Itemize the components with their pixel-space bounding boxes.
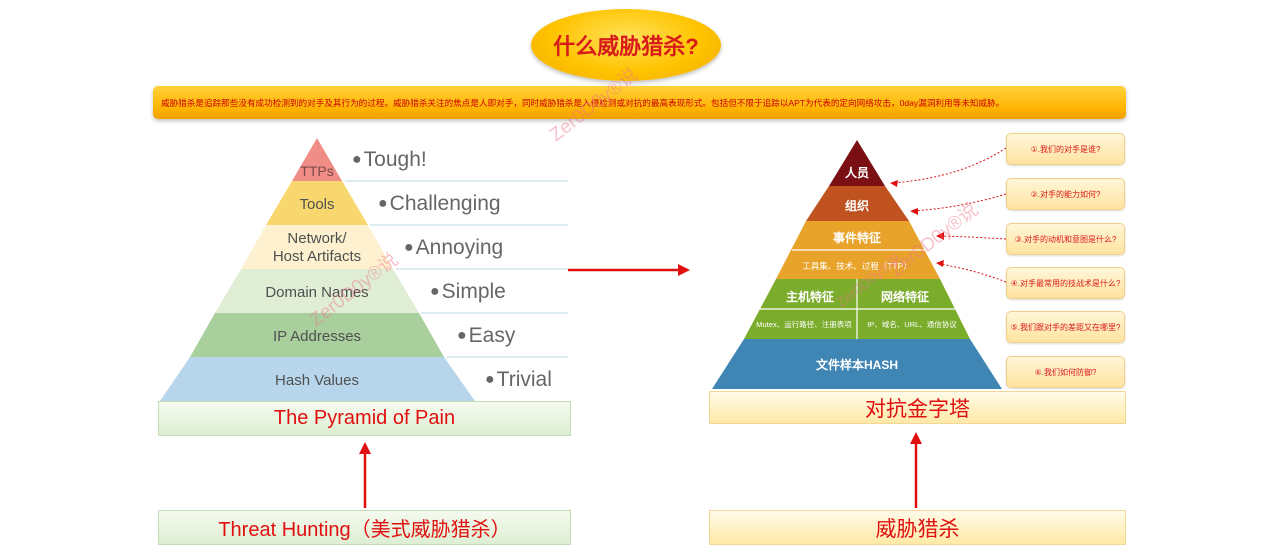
connector-q2 xyxy=(911,193,1007,212)
arrow-up-right-head xyxy=(910,432,922,444)
difficulty-trivial: ●Trivial xyxy=(485,368,552,391)
tier-label-network-line2: Host Artifacts xyxy=(272,248,362,265)
tier-people xyxy=(829,140,885,186)
tier-hash-values xyxy=(160,357,475,401)
tier-label-network-features: 网络特征 xyxy=(880,290,929,304)
adversary-pyramid-caption: 对抗金字塔 xyxy=(709,391,1126,424)
question-box-2: ②.对手的能力如何? xyxy=(1006,178,1125,210)
title-oval: 什么威胁猎杀? xyxy=(531,9,721,81)
bullet-icon: ● xyxy=(378,195,388,212)
tier-label-ip-addresses: IP Addresses xyxy=(272,328,362,345)
definition-bar: 威胁猎杀是追踪那些没有成功检测到的对手及其行为的过程。威胁猎杀关注的焦点是人即对… xyxy=(153,86,1126,119)
threat-hunting-caption: Threat Hunting（美式威胁猎杀） xyxy=(158,510,571,545)
tier-label-network-line1: Network/ xyxy=(287,230,347,247)
question-box-5: ⑤.我们跟对手的差距又在哪里? xyxy=(1006,311,1125,343)
question-box-4: ④.对手最常用的技战术是什么? xyxy=(1006,267,1125,299)
connector-q1 xyxy=(891,147,1007,184)
tier-label-domain-names: Domain Names xyxy=(265,284,369,301)
bullet-icon: ● xyxy=(485,371,495,388)
tier-label-hash-values: Hash Values xyxy=(275,372,359,389)
bullet-icon: ● xyxy=(457,327,467,344)
connector-q3 xyxy=(939,235,1007,240)
threat-hunting-cn-caption: 威胁猎杀 xyxy=(709,510,1126,545)
tier-label-host-detail: Mutex、运行路径、注册表项 xyxy=(756,320,852,329)
question-box-6: ⑥.我们如何防御? xyxy=(1006,356,1125,388)
difficulty-challenging: ●Challenging xyxy=(378,192,501,215)
definition-text: 威胁猎杀是追踪那些没有成功检测到的对手及其行为的过程。威胁猎杀关注的焦点是人即对… xyxy=(161,97,1005,108)
question-box-3: ③.对手的动机和意图是什么? xyxy=(1006,223,1125,255)
tier-tools xyxy=(266,181,368,225)
tier-label-ttp-detail: 工具集、技术、过程（TTP） xyxy=(802,261,912,271)
difficulty-tough: ●Tough! xyxy=(352,148,427,171)
tier-domain-names xyxy=(215,269,419,313)
bullet-icon: ● xyxy=(352,151,362,168)
tier-label-host-features: 主机特征 xyxy=(785,290,834,304)
difficulty-annoying: ●Annoying xyxy=(404,236,504,259)
tier-label-hash: 文件样本HASH xyxy=(815,358,898,372)
tier-hash xyxy=(712,339,1002,389)
arrow-up-left-head xyxy=(359,442,371,454)
tier-organization xyxy=(806,186,909,221)
pyramid-of-pain-caption: The Pyramid of Pain xyxy=(158,401,571,436)
page-title: 什么威胁猎杀? xyxy=(553,34,699,59)
difficulty-easy: ●Easy xyxy=(457,324,516,347)
tier-label-tools: Tools xyxy=(299,196,335,213)
question-box-1: ①.我们的对手是谁? xyxy=(1006,133,1125,165)
arrow-right-head xyxy=(678,264,690,276)
bullet-icon: ● xyxy=(430,283,440,300)
tier-label-people: 人员 xyxy=(844,166,869,180)
connector-q4 xyxy=(939,263,1007,283)
tier-label-network-detail: IP、域名、URL、通信协议 xyxy=(867,320,957,329)
bullet-icon: ● xyxy=(404,239,414,256)
tier-ip-addresses xyxy=(190,313,444,357)
tier-label-ttps: TTPs xyxy=(300,163,334,179)
tier-network-host-artifacts xyxy=(241,225,393,269)
tier-ttps xyxy=(292,138,342,181)
tier-label-network: Network/ Host Artifacts xyxy=(247,230,387,266)
tier-label-event-features: 事件特征 xyxy=(832,231,881,245)
tier-label-organization: 组织 xyxy=(844,199,869,213)
difficulty-simple: ●Simple xyxy=(430,280,506,303)
